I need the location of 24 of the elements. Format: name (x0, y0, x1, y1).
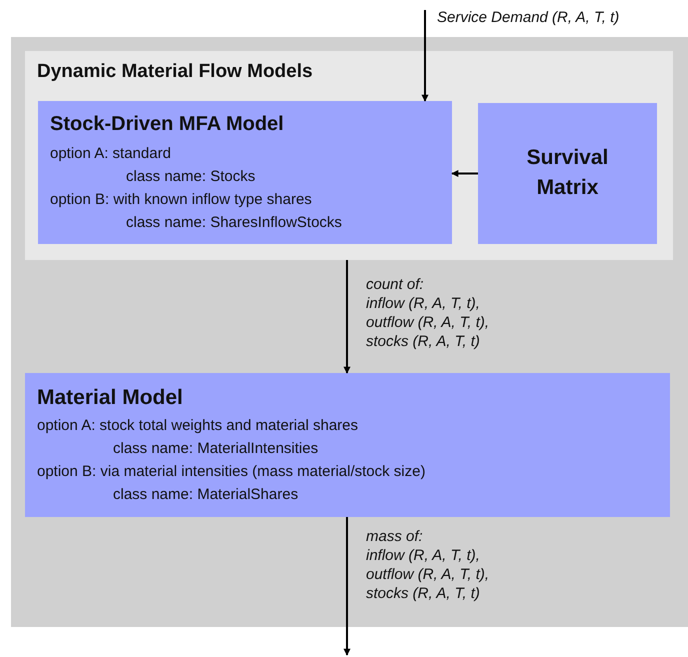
box-text: class name: SharesInflowStocks (126, 214, 342, 231)
box-heading: Dynamic Material Flow Models (37, 61, 313, 83)
edge-label: mass of: inflow (R, A, T, t), outflow (R, A, T, t), stocks (R, A, T, t) (366, 527, 490, 603)
edge-label: count of: inflow (R, A, T, t), outflow (R, A, T, t), stocks (R, A, T, t) (366, 275, 490, 351)
outer-panel (11, 37, 688, 627)
box-text: class name: MaterialIntensities (113, 440, 318, 457)
box-heading: Survival Matrix (526, 145, 610, 201)
box-text: class name: MaterialShares (113, 486, 298, 503)
process-box (478, 103, 657, 244)
process-box (25, 373, 670, 517)
box-text: option A: standard (50, 145, 171, 162)
box-heading: Stock-Driven MFA Model (50, 113, 284, 136)
group-panel (25, 51, 673, 260)
process-box (38, 101, 452, 244)
box-text: option B: via material intensities (mass material/stock size) (37, 463, 426, 480)
arrow (344, 517, 350, 656)
box-text: class name: Stocks (126, 168, 256, 185)
edge-label: Service Demand (R, A, T, t) (437, 8, 620, 27)
arrow (451, 170, 478, 177)
box-text: option A: stock total weights and material shares (37, 417, 358, 434)
arrow (422, 10, 428, 102)
box-text: option B: with known inflow type shares (50, 191, 312, 208)
box-heading: Material Model (37, 386, 183, 410)
arrow (344, 260, 350, 374)
